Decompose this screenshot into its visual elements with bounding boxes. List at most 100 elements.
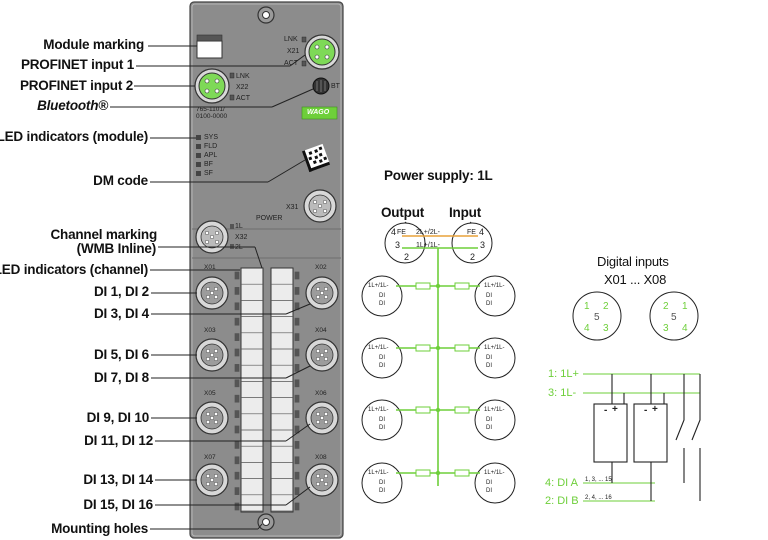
wiring-schematic <box>583 373 701 502</box>
digital-inputs-pinout <box>572 291 699 341</box>
pin-left-2: 2 <box>603 301 609 312</box>
text-2l: 2L <box>235 244 243 251</box>
channel-led <box>234 317 240 326</box>
power-x32-connector <box>195 220 229 254</box>
power-supply-diagram <box>384 221 493 486</box>
port-label-x05: X05 <box>204 390 216 397</box>
label-module-marking: Module marking <box>43 37 144 52</box>
port-label-x08: X08 <box>315 454 327 461</box>
label-channel-marking-wmb: (WMB Inline) <box>76 241 157 256</box>
wire-di-b: 2: DI B <box>545 495 579 507</box>
chain-pin-label: 1L+/1L- <box>484 407 505 413</box>
chain-pin-label: DI <box>379 301 385 307</box>
wire-1l-plus: 1: 1L+ <box>548 368 579 380</box>
text-x21: X21 <box>287 48 300 55</box>
text-act-x22: ACT <box>236 95 250 102</box>
power-in-n4: 4 <box>479 227 485 237</box>
module-marking-tag <box>196 40 223 59</box>
pin-right-4: 4 <box>682 323 688 334</box>
pin-left-3: 3 <box>603 323 609 334</box>
power-in-fe: FE <box>467 229 476 236</box>
power-out-pins: 2L+/2L- <box>416 229 440 236</box>
channel-led <box>294 502 300 511</box>
power-in-n3: 3 <box>480 240 486 250</box>
channel-led <box>294 333 300 341</box>
label-di-11-12: DI 11, DI 12 <box>84 433 153 448</box>
channel-led <box>294 271 300 280</box>
channel-led <box>294 441 300 449</box>
power-out-n4: 4 <box>391 227 397 237</box>
port-connector-x07 <box>195 463 229 497</box>
port-label-x01: X01 <box>204 264 216 271</box>
sensor-b-minus: - <box>644 405 648 416</box>
chain-pin-label: DI <box>486 480 492 486</box>
text-x31: X31 <box>286 204 299 211</box>
label-led-module: LED indicators (module) <box>0 129 148 144</box>
module-housing <box>189 1 344 539</box>
label-channel-marking: Channel marking <box>50 227 157 242</box>
power-supply-title: Power supply: 1L <box>384 168 493 183</box>
digital-inputs-title: Digital inputs <box>597 254 669 269</box>
channel-led <box>294 379 300 388</box>
module-led-group <box>196 135 201 176</box>
label-di-13-14: DI 13, DI 14 <box>83 472 153 487</box>
chain-pin-label: DI <box>379 363 385 369</box>
port-connector-x02 <box>305 276 339 310</box>
label-di-7-8: DI 7, DI 8 <box>93 370 149 385</box>
label-profinet-input-2: PROFINET input 2 <box>19 78 133 93</box>
power-out-fe: FE <box>397 229 406 236</box>
text-lnk-x22: LNK <box>236 73 250 80</box>
pin-right-1: 1 <box>682 301 688 312</box>
text-bt: BT <box>331 83 340 90</box>
chain-pin-label: DI <box>379 480 385 486</box>
chain-pin-label: DI <box>486 417 492 423</box>
channel-marking-strips <box>234 267 300 513</box>
channel-led <box>234 502 240 511</box>
channel-led <box>234 271 240 280</box>
label-di-5-6: DI 5, DI 6 <box>93 347 149 362</box>
text-1l: 1L <box>235 223 243 230</box>
power-in-n2: 2 <box>470 252 476 262</box>
channel-led <box>294 364 300 372</box>
port-label-x02: X02 <box>315 264 327 271</box>
chain-pin-label: 1L+/1L- <box>484 283 505 289</box>
channel-led <box>234 333 240 341</box>
label-profinet-input-1: PROFINET input 1 <box>20 57 134 72</box>
led-apl: APL <box>204 152 218 159</box>
chain-pin-label: 1L+/1L- <box>484 345 505 351</box>
channel-led <box>234 410 240 418</box>
channel-led <box>294 456 300 465</box>
chain-pin-label: DI <box>486 355 492 361</box>
pin-left-5: 5 <box>594 312 600 323</box>
channel-led <box>234 379 240 388</box>
callout-lines <box>110 45 314 530</box>
dm-code <box>301 143 331 173</box>
pin-left-4: 4 <box>584 323 590 334</box>
seq-odd: 1, 3, ... 15 <box>585 477 612 483</box>
chain-pin-label: DI <box>486 363 492 369</box>
label-dm-code: DM code <box>93 173 148 188</box>
channel-led <box>234 441 240 449</box>
label-led-channel: LED indicators (channel) <box>0 262 148 277</box>
channel-led <box>294 394 300 403</box>
profinet-x22-connector <box>194 68 230 104</box>
chain-pin-label: DI <box>486 293 492 299</box>
led-fld: FLD <box>204 143 218 150</box>
port-connector-x03 <box>195 338 229 372</box>
chain-pin-label: DI <box>486 301 492 307</box>
sensor-b-plus: + <box>652 404 658 415</box>
channel-led <box>234 364 240 372</box>
channel-led <box>294 317 300 326</box>
seq-even: 2, 4, ... 16 <box>585 495 612 501</box>
chain-pin-label: DI <box>486 488 492 494</box>
power-out-n3: 3 <box>395 240 401 250</box>
chain-pin-label: DI <box>379 417 385 423</box>
power-in-pins: 1L+/1L- <box>416 242 440 249</box>
channel-led <box>294 287 300 295</box>
wago-logo <box>301 106 338 120</box>
text-x32: X32 <box>235 234 248 241</box>
led-sf: SF <box>204 170 213 177</box>
chain-pin-label: 1L+/1L- <box>368 283 389 289</box>
port-label-x07: X07 <box>204 454 216 461</box>
